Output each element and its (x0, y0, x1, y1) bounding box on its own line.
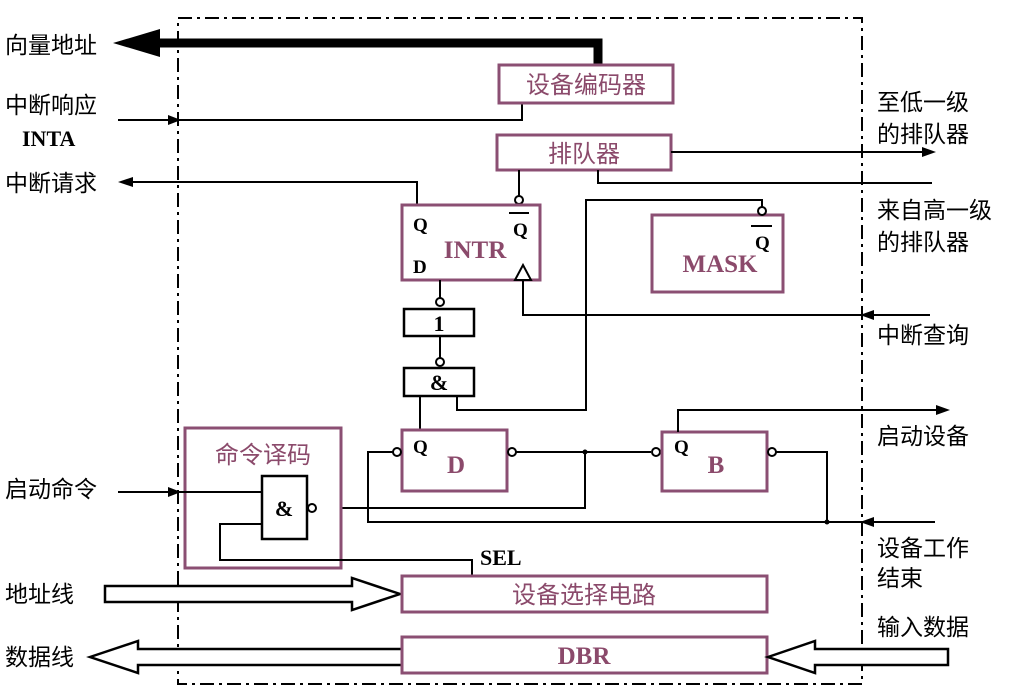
dbr-label: DBR (558, 643, 612, 670)
b-q-pin: Q (674, 437, 689, 458)
start-device-arrowhead (936, 405, 950, 415)
label-int-request: 中断请求 (5, 171, 97, 197)
b-flipflop (660, 430, 769, 493)
command-decoder-label: 命令译码 (215, 441, 311, 469)
mask-to-and-wire (456, 199, 763, 411)
sel-label: SEL (480, 545, 522, 570)
int-request-arrowhead (118, 177, 133, 187)
inta-wire (118, 103, 523, 121)
inta-arrowhead (168, 115, 181, 125)
device-select-label: 设备选择电路 (512, 581, 656, 609)
and-gate-label: & (430, 370, 448, 395)
data-line-arrow (86, 639, 404, 675)
decoder-and-label: & (275, 496, 293, 521)
start-cmd-arrowhead (168, 487, 181, 497)
b-to-done-wire (776, 451, 828, 522)
decoder-and-output-bubble (307, 503, 317, 513)
intr-qbar-pin: Q (513, 220, 528, 241)
int-query-arrowhead (860, 310, 874, 320)
intr-q-pin: Q (413, 215, 428, 236)
label-int-query: 中断查询 (877, 323, 969, 349)
label-device-done-2: 结束 (877, 566, 923, 592)
label-device-done-1: 设备工作 (877, 536, 969, 562)
junction-done (824, 519, 830, 525)
to-lower-queue-arrowhead (922, 147, 936, 157)
input-data-arrow (764, 639, 950, 675)
b-right-bubble (767, 447, 777, 457)
queue-label: 排队器 (548, 140, 620, 168)
decoder-and-output-wire (316, 452, 586, 509)
decoder-and-gate (260, 474, 309, 541)
mask-flipflop (650, 213, 785, 294)
queue-block (495, 133, 673, 172)
label-input-data: 输入数据 (877, 615, 969, 641)
d-left-bubble (392, 447, 402, 457)
d-q-pin: Q (413, 437, 428, 458)
mask-qbar-pin: Q (755, 233, 770, 254)
label-from-higher-1: 来自高一级 (877, 198, 992, 224)
label-inta: INTA (22, 126, 75, 151)
d-flipflop (400, 428, 509, 493)
address-line-arrow (103, 576, 404, 612)
label-to-lower-1: 至低一级 (877, 90, 969, 116)
vector-address-arrowhead (113, 29, 160, 57)
not-input-bubble (435, 297, 445, 307)
mask-qbar-bubble (757, 206, 767, 216)
and-gate (402, 366, 476, 398)
device-select-block (400, 574, 769, 614)
not-gate (402, 307, 476, 338)
label-data-line: 数据线 (5, 645, 74, 671)
from-higher-queue-wire (597, 170, 932, 184)
and-input-bubble (435, 357, 445, 367)
b-label: B (708, 452, 725, 479)
d-right-bubble (507, 447, 517, 457)
mask-label: MASK (683, 251, 759, 278)
vector-address-bus (150, 38, 603, 65)
label-start-device: 启动设备 (877, 424, 969, 450)
d-label: D (447, 452, 465, 479)
label-int-ack: 中断响应 (5, 93, 97, 119)
not-gate-label: 1 (434, 311, 445, 336)
int-request-wire (130, 181, 418, 205)
b-left-bubble (651, 447, 661, 457)
label-address-line: 地址线 (5, 582, 74, 608)
intr-label: INTR (444, 237, 507, 264)
start-device-wire (677, 409, 940, 432)
device-done-wire (367, 451, 935, 523)
label-vector-address: 向量地址 (5, 33, 97, 59)
label-to-lower-2: 的排队器 (877, 122, 969, 148)
intr-d-pin: D (413, 257, 427, 278)
device-encoder-block (497, 63, 675, 105)
int-query-wire (522, 280, 930, 316)
sel-wire (219, 523, 473, 576)
label-start-cmd: 启动命令 (5, 477, 97, 503)
intr-qbar-bubble (514, 195, 524, 205)
intr-flipflop (400, 203, 542, 282)
device-done-arrowhead (860, 517, 874, 527)
dbr-block (400, 635, 769, 675)
device-encoder-label: 设备编码器 (526, 71, 646, 99)
label-from-higher-2: 的排队器 (877, 230, 969, 256)
